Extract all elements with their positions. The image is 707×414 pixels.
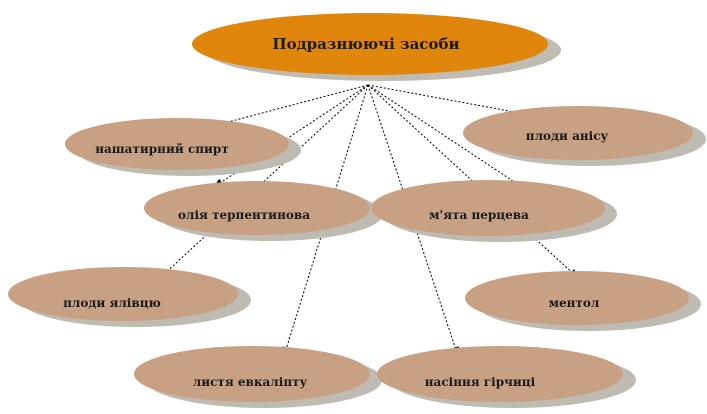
node-ellipse	[371, 180, 605, 236]
node-label: нашатирний спирт	[95, 142, 229, 156]
node-ellipse	[65, 118, 289, 170]
node-ellipse	[463, 106, 693, 160]
node-ellipse	[465, 271, 689, 325]
node-ellipse	[8, 267, 238, 321]
root-node: Подразнюючі засоби	[192, 13, 561, 81]
node-ellipse	[144, 181, 370, 235]
arrow-to-nashatyrnyi-spyrt	[197, 84, 369, 132]
node-label: листя евкаліпту	[193, 375, 308, 389]
arrow-to-mentol	[367, 84, 579, 279]
node-ellipse	[377, 346, 623, 402]
node-label: м'ята перцева	[429, 208, 529, 222]
arrow-to-nasinnia-hirchytsi	[367, 84, 459, 357]
root-node-label: Подразнюючі засоби	[272, 35, 459, 53]
node-plody-anisu: плоди анісу	[463, 106, 706, 166]
root-node-ellipse	[192, 13, 548, 75]
node-label: плоди анісу	[526, 129, 609, 143]
node-oliia-terpentynova: олія терпентинова	[144, 181, 383, 241]
node-ellipse	[134, 346, 370, 402]
node-nasinnia-hirchytsi: насіння гірчиці	[377, 346, 636, 408]
node-label: ментол	[549, 296, 600, 310]
node-label: плоди ялівцю	[63, 296, 161, 310]
node-mentol: ментол	[465, 271, 701, 331]
node-label: насіння гірчиці	[425, 375, 536, 389]
node-lystia-evkaliptu: листя евкаліпту	[134, 346, 382, 408]
node-plody-yalivtsiu: плоди ялівцю	[8, 267, 251, 327]
node-nashatyrnyi-spyrt: нашатирний спирт	[65, 118, 301, 176]
node-miata-pertseva: м'ята перцева	[371, 180, 617, 242]
node-label: олія терпентинова	[178, 208, 310, 222]
